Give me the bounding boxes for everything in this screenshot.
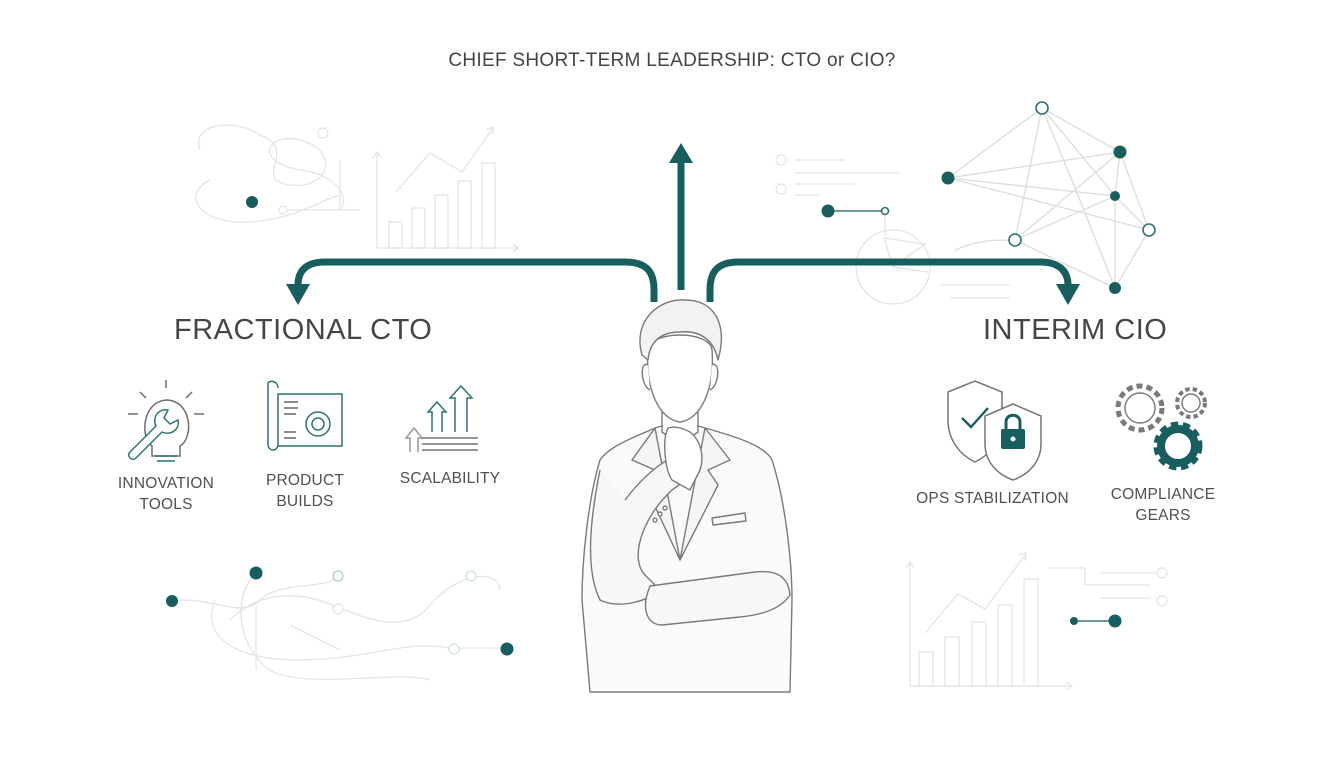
ops-stabilization-label: OPS STABILIZATION	[916, 490, 1069, 507]
flow-lines-bottom-left	[170, 570, 506, 681]
innovation-tools-label: INNOVATION TOOLS	[117, 475, 215, 513]
interim-cio-heading: INTERIM CIO	[983, 314, 1168, 346]
flow-lines-top-left	[195, 124, 360, 223]
pie-chart-right	[775, 154, 1010, 305]
left-arrow	[294, 258, 658, 302]
direction-arrows	[294, 162, 1072, 302]
bar-chart-top-left	[372, 126, 520, 253]
gears-icon	[1115, 383, 1207, 471]
blueprint-gear-icon	[267, 380, 343, 451]
shield-lock-icon	[947, 380, 1042, 481]
bar-chart-bottom-right	[905, 552, 1168, 691]
compliance-gears-label: COMPLIANCE GEARS	[1110, 486, 1216, 524]
lightbulb-wrench-icon	[127, 380, 204, 462]
thinking-businessman-icon	[581, 299, 793, 693]
page-title: CHIEF SHORT-TERM LEADERSHIP: CTO or CIO?	[448, 50, 896, 71]
rising-arrows-icon	[404, 384, 478, 452]
network-graph-top-right	[947, 107, 1150, 289]
fractional-cto-heading: FRACTIONAL CTO	[174, 314, 433, 346]
right-arrow	[706, 258, 1072, 302]
scalability-label: SCALABILITY	[399, 470, 501, 487]
product-builds-label: PRODUCT BUILDS	[265, 472, 345, 510]
